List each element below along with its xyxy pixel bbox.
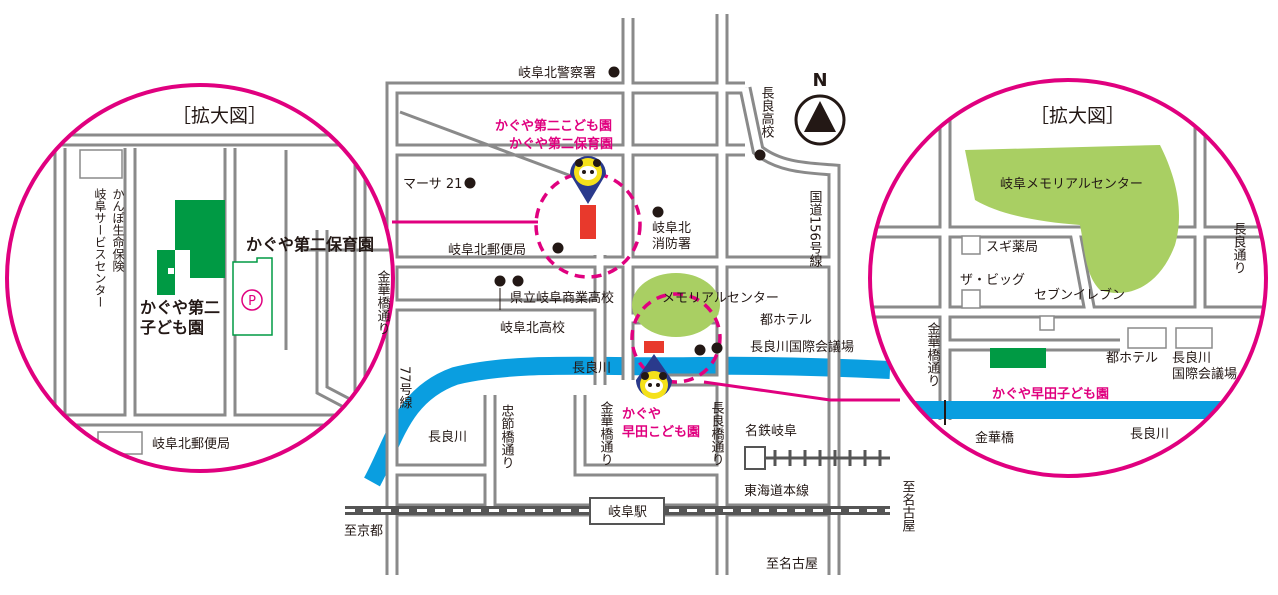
chusetsu-label: 忠節橋通り <box>499 404 515 469</box>
target-circle-kaguya-soda <box>630 292 722 384</box>
kaguya-soda-marker <box>644 341 664 353</box>
right-kinkabashi-label: 金華橋通り <box>925 321 941 387</box>
left-zoom-circle: P ［拡大図］ かんぽ生命保険 岐阜サービスセンター かぐや第二保育園 かぐや第… <box>5 83 395 473</box>
memorial-center-park <box>632 273 720 337</box>
kindergarten2-marker <box>580 205 596 239</box>
meitetsu-station <box>744 446 766 470</box>
river-label-2: 長良川 <box>428 429 467 445</box>
kinkabashi-label: 金華橋通り <box>598 400 614 466</box>
memorial-label: メモリアルセンター <box>662 291 779 306</box>
to-kyoto-label: 至京都 <box>344 524 383 539</box>
kanpo-label-2: 岐阜サービスセンター <box>93 188 107 308</box>
fire-station-dot <box>652 206 664 218</box>
post-office-label: 岐阜北郵便局 <box>448 242 526 258</box>
kindergarten-zoom-label-1: かぐや第二 <box>140 298 220 317</box>
commercial-high-dot <box>512 275 524 287</box>
right-zoom-circle: ［拡大図］ 岐阜メモリアルセンター スギ薬局 ザ・ビッグ セブンイレブン 金華橋… <box>868 78 1268 478</box>
kita-high-label: 岐阜北高校 <box>500 320 565 336</box>
memorial-park-zoom <box>965 145 1180 293</box>
police-label: 岐阜北警察署 <box>518 65 596 81</box>
gifu-station-label: 岐阜駅 <box>608 504 647 520</box>
kinka-bridge-label: 金華橋 <box>975 430 1014 446</box>
kaguya-soda-building <box>990 348 1046 368</box>
kita-high-dot <box>494 275 506 287</box>
convention-zoom-label-2: 国際会議場 <box>1172 367 1237 382</box>
route156-label: 国道156号線 <box>807 190 823 267</box>
svg-text:N: N <box>812 70 827 91</box>
route77-label: 77号線 <box>397 366 413 409</box>
nagara-river <box>364 356 891 487</box>
to-nagoya-v-label: 至名古屋 <box>900 480 916 533</box>
gifu-station <box>589 497 665 525</box>
right-connector-line <box>703 380 900 402</box>
kaguya-soda-zoom-label: かぐや早田子ども園 <box>992 386 1109 402</box>
post-office-dot <box>552 242 564 254</box>
nagara-st-label: 長良橋通り <box>709 401 725 466</box>
main-map: N 岐阜北警察署 長良高校 マーサ 21 かぐや第二こども園 かぐや第二保育園 … <box>344 14 915 575</box>
kindergarten2-label: かぐや第二こども園 <box>495 118 612 134</box>
right-nagara-st-label: 長良通り <box>1231 222 1247 274</box>
left-zoom-title: ［拡大図］ <box>172 105 267 127</box>
commercial-high-label: 県立岐阜商業高校 <box>510 290 614 306</box>
panda-pin-icon <box>570 156 606 204</box>
kindergarten-zoom-label-2: 子ども園 <box>140 318 204 337</box>
convention-label: 長良川国際会議場 <box>750 339 854 355</box>
fire-station-label-1: 岐阜北 <box>652 220 691 236</box>
parking-icon: P <box>241 289 263 311</box>
convention-zoom-label-1: 長良川 <box>1172 350 1211 366</box>
nagara-high-label: 長良高校 <box>759 86 775 138</box>
panda-pin-icon <box>636 354 672 399</box>
zabig-label: ザ・ビッグ <box>960 273 1025 288</box>
convention-dot <box>711 342 723 354</box>
masa21-label: マーサ 21 <box>403 177 462 192</box>
seven-label: セブンイレブン <box>1034 287 1125 303</box>
left-post-office-label: 岐阜北郵便局 <box>152 436 230 452</box>
to-nagoya-label: 至名古屋 <box>766 556 818 572</box>
kaguya-label-2: 早田こども園 <box>622 424 700 440</box>
north-arrow-icon: N <box>794 70 846 146</box>
hotel-dot <box>694 344 706 356</box>
meitetsu-label: 名鉄岐阜 <box>745 423 797 439</box>
fire-station-label-2: 消防署 <box>652 236 691 252</box>
right-nagara-river-label: 長良川 <box>1130 426 1169 442</box>
hotel-label: 都ホテル <box>760 313 812 328</box>
poi-dots <box>464 66 766 356</box>
tokaido-label: 東海道本線 <box>744 483 809 499</box>
right-hotel-label: 都ホテル <box>1106 351 1158 366</box>
svg-text:P: P <box>248 294 256 309</box>
kaguya-label-1: かぐや <box>622 407 661 422</box>
railway <box>345 446 890 525</box>
police-dot <box>608 66 620 78</box>
right-memorial-label: 岐阜メモリアルセンター <box>1000 176 1143 192</box>
nagara-high-dot <box>754 149 766 161</box>
kanpo-label: かんぽ生命保険 <box>111 188 125 273</box>
nursery-zoom-label: かぐや第二保育園 <box>246 235 374 254</box>
masa21-dot <box>464 177 476 189</box>
river-label: 長良川 <box>572 360 611 376</box>
left-kinkabashi-label: 金華橋通り <box>375 269 391 335</box>
nursery2-label: かぐや第二保育園 <box>509 136 613 152</box>
sugi-label: スギ薬局 <box>986 240 1038 255</box>
right-zoom-title: ［拡大図］ <box>1030 105 1125 127</box>
